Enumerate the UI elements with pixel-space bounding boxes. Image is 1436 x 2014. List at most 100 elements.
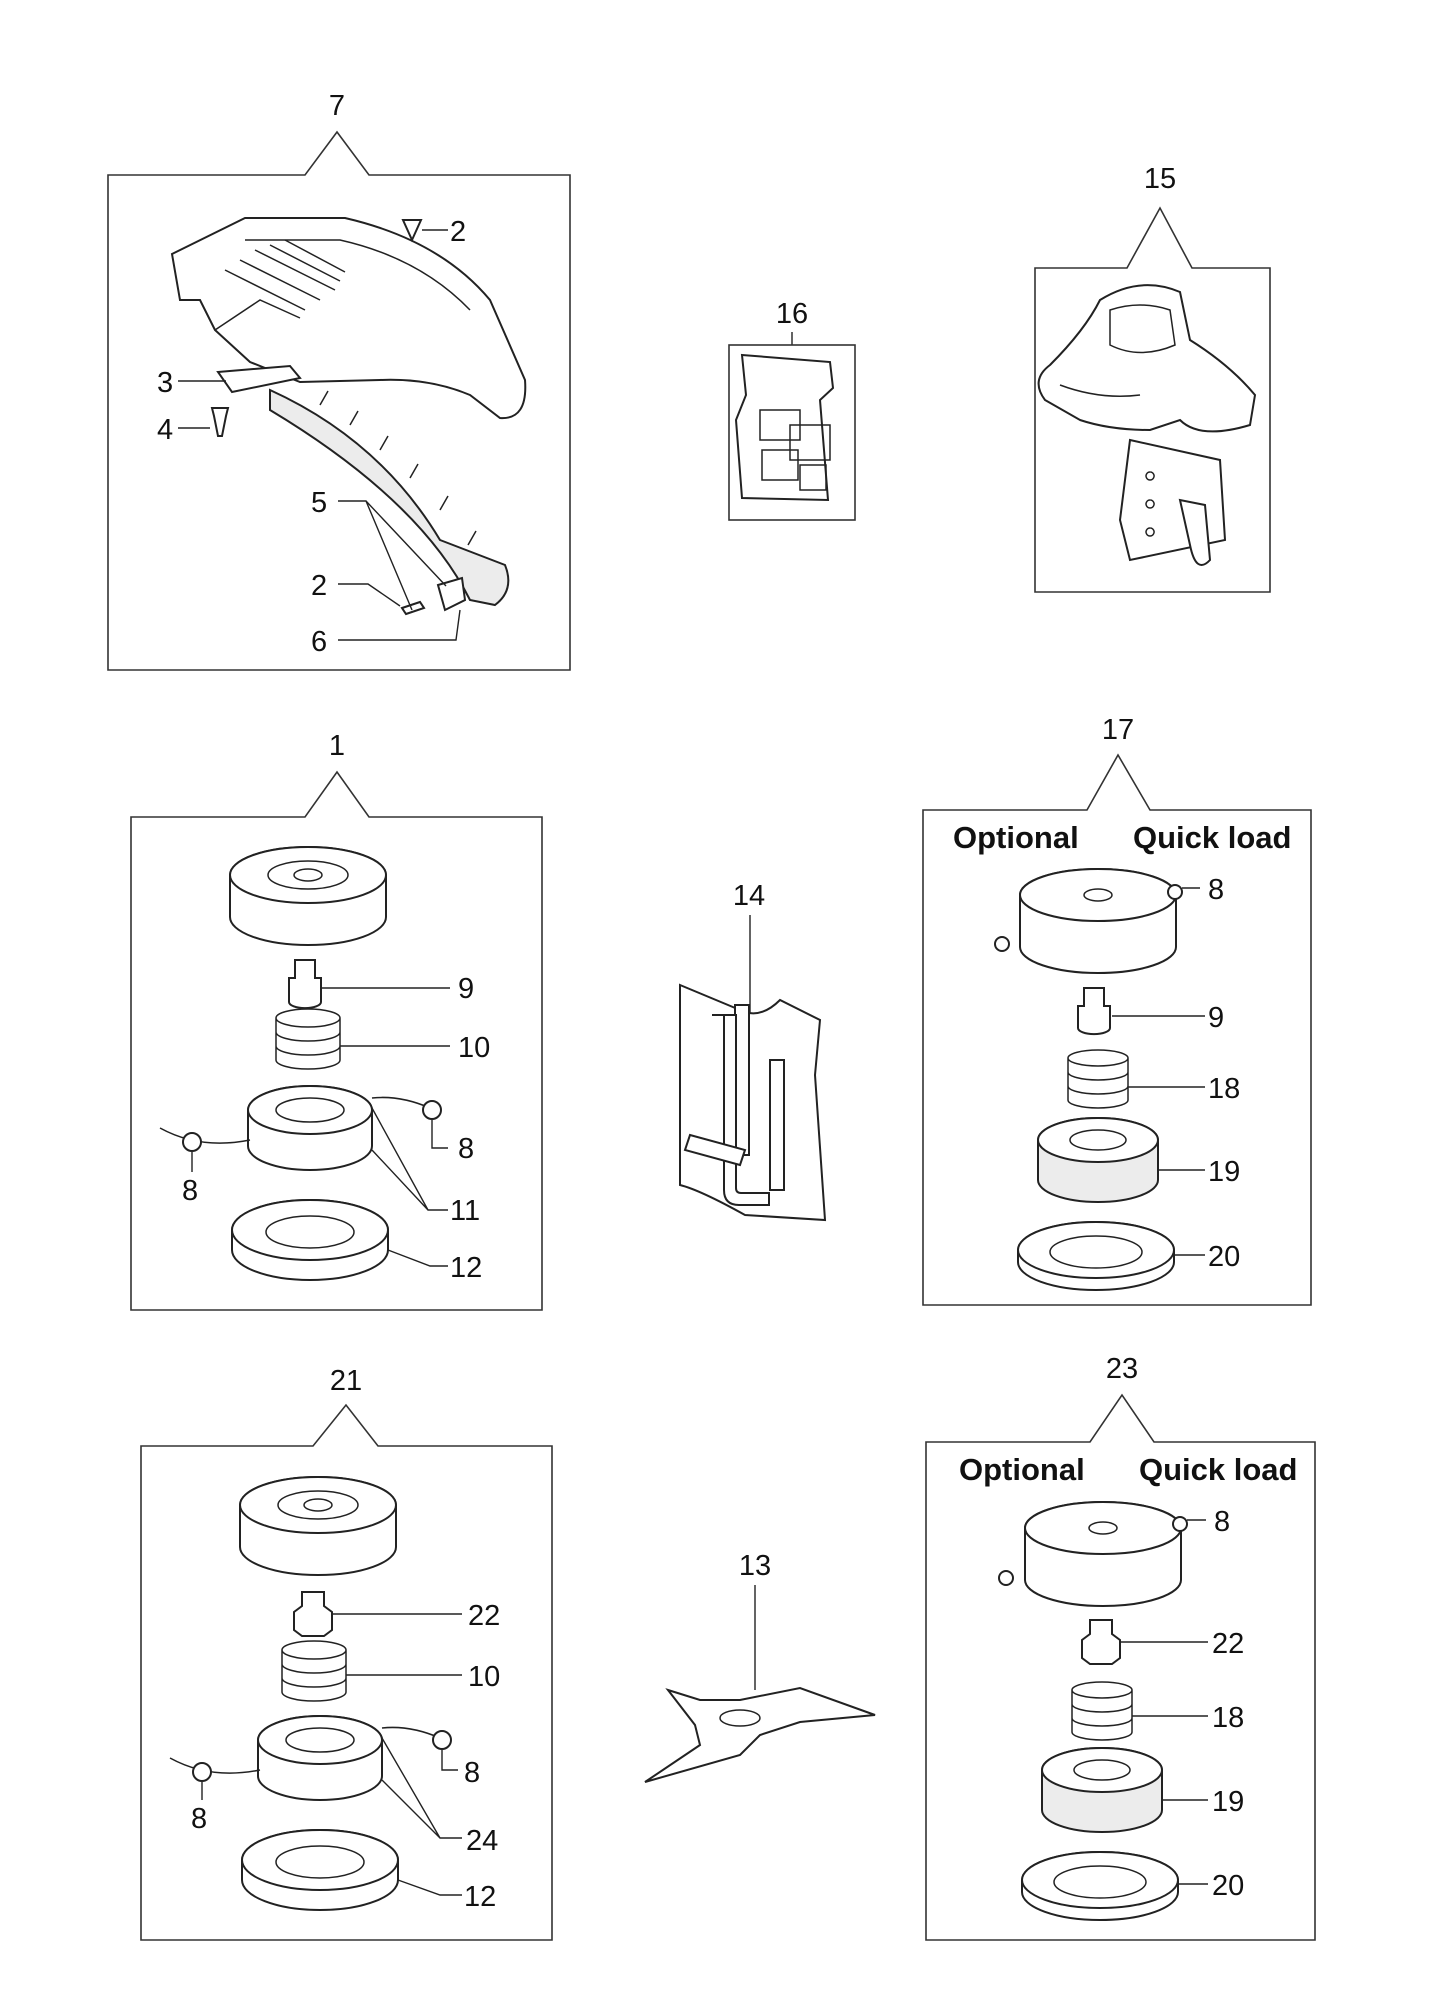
tool-bar-drawing <box>683 1133 747 1167</box>
eyelet-8-left-drawing <box>998 1570 1014 1586</box>
group-17-frame <box>922 753 1312 1306</box>
spring-10-drawing <box>275 1008 341 1070</box>
leader-8-right <box>441 1750 458 1771</box>
nut-22-drawing <box>293 1591 333 1637</box>
head-cover-top <box>239 1476 397 1534</box>
group-1-frame <box>130 770 543 1311</box>
head-cover-top <box>229 846 387 904</box>
callout-5: 5 <box>311 487 327 519</box>
callout-3: 3 <box>157 367 173 399</box>
screw-2-top-drawing <box>401 219 423 243</box>
head-cover-center <box>303 1498 333 1512</box>
callout-8: 8 <box>1208 874 1224 906</box>
group-16-decal: 16 <box>728 298 856 521</box>
leader-12 <box>387 1249 448 1267</box>
leader-8-right <box>431 1120 448 1149</box>
callout-22: 22 <box>468 1600 500 1632</box>
guard-bracket-drawing <box>216 364 302 394</box>
callout-8-right: 8 <box>464 1757 480 1789</box>
bolt-9-drawing <box>1077 987 1111 1036</box>
base-12-bore <box>265 1215 355 1249</box>
group-7-frame <box>107 130 571 671</box>
bolt-9-drawing <box>288 959 322 1010</box>
callout-11: 11 <box>450 1195 480 1227</box>
leader-5 <box>338 500 447 611</box>
harness-hook-drawing <box>1178 498 1212 566</box>
head-cover-center <box>293 868 323 882</box>
quickload-cover-center <box>1088 1521 1118 1535</box>
callout-18: 18 <box>1212 1702 1244 1734</box>
group-23-frame <box>925 1393 1316 1941</box>
harness-strap-drawing <box>1037 284 1257 433</box>
callout-6: 6 <box>311 626 327 658</box>
spool-24-top <box>257 1715 383 1765</box>
callout-19: 19 <box>1208 1156 1240 1188</box>
callout-24: 24 <box>466 1825 498 1857</box>
screw-2-bottom-drawing <box>400 600 426 616</box>
spool-11-top <box>247 1085 373 1135</box>
group-7-guard-assembly: 7 2 3 4 5 2 6 <box>107 90 571 671</box>
callout-12: 12 <box>450 1252 482 1284</box>
group-16-frame <box>728 344 856 521</box>
group-7-label: 7 <box>329 90 345 122</box>
group-23-quick-load-head: 23 Optional Quick load 8 22 18 19 20 <box>925 1353 1316 1941</box>
base-12-bore <box>275 1845 365 1879</box>
nut-22-drawing <box>1081 1619 1121 1665</box>
base-20-top <box>1017 1221 1175 1279</box>
group-21-label: 21 <box>330 1365 362 1397</box>
group-1-trimmer-head: 1 9 10 8 8 11 12 <box>130 730 543 1311</box>
quickload-cover-top <box>1024 1501 1182 1555</box>
eyelet-8-right-drawing <box>1167 884 1183 900</box>
group-14-tool-kit: 14 <box>679 880 827 1222</box>
eyelet-8-right-drawing <box>422 1100 442 1120</box>
bolt-4-drawing <box>210 407 230 437</box>
group-15-label: 15 <box>1144 163 1176 195</box>
callout-18: 18 <box>1208 1073 1240 1105</box>
spool-19-top <box>1037 1117 1159 1163</box>
leader-11 <box>371 1107 448 1211</box>
harness-pad-lines <box>1059 304 1176 397</box>
grass-guard-drawing <box>170 217 527 420</box>
callout-2-bottom: 2 <box>311 570 327 602</box>
head-cover-hub <box>267 860 349 890</box>
callout-10: 10 <box>458 1032 490 1064</box>
quickload-cover-top <box>1019 868 1177 922</box>
group-17-optional: Optional <box>953 820 1079 855</box>
group-15-harness: 15 <box>1034 163 1271 593</box>
tool-rod-1-drawing <box>734 1004 750 1156</box>
spool-11-hub <box>275 1097 345 1123</box>
spring-10-drawing <box>281 1640 347 1702</box>
base-20-bore <box>1049 1235 1143 1269</box>
group-23-optional: Optional <box>959 1452 1085 1487</box>
spring-18-drawing <box>1071 1681 1133 1741</box>
callout-22: 22 <box>1212 1628 1244 1660</box>
eyelet-8-left-drawing <box>994 936 1010 952</box>
group-13-blade: 13 <box>644 1550 876 1783</box>
three-tooth-blade-drawing <box>644 1686 876 1783</box>
leader-12 <box>397 1879 462 1896</box>
spool-19-hub <box>1073 1759 1131 1781</box>
tool-rod-2-drawing <box>769 1059 785 1191</box>
head-cover-hub <box>277 1490 359 1520</box>
spool-19-top <box>1041 1747 1163 1793</box>
guard-grille <box>224 239 346 311</box>
leader-24 <box>381 1737 462 1839</box>
callout-8-left: 8 <box>191 1803 207 1835</box>
decal-shapes <box>759 409 831 491</box>
plate-holes <box>1145 471 1155 537</box>
group-17-label: 17 <box>1102 714 1134 746</box>
callout-9: 9 <box>1208 1002 1224 1034</box>
group-23-quick-load: Quick load <box>1139 1452 1297 1487</box>
extension-teeth <box>319 390 477 546</box>
group-23-label: 23 <box>1106 1353 1138 1385</box>
guard-extension-drawing <box>269 388 510 607</box>
group-14-label: 14 <box>733 880 765 912</box>
callout-10: 10 <box>468 1661 500 1693</box>
base-12-top <box>241 1829 399 1891</box>
blade-center-hole <box>719 1709 761 1727</box>
callout-20: 20 <box>1212 1870 1244 1902</box>
group-17-quick-load-head: 17 Optional Quick load 8 9 18 19 20 <box>922 714 1312 1306</box>
group-15-frame <box>1034 206 1271 593</box>
callout-19: 19 <box>1212 1786 1244 1818</box>
